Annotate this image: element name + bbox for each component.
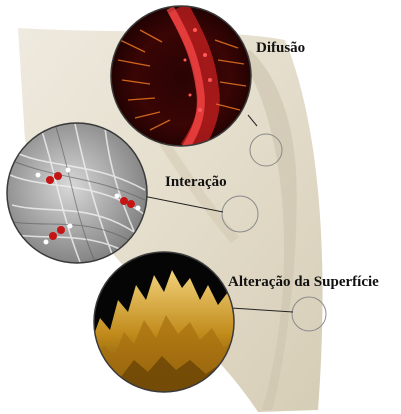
- interaction-label: Interação: [165, 175, 227, 190]
- diffusion-label: Difusão: [256, 41, 305, 56]
- surface-alteration-label: Alteração da Superfície: [228, 275, 379, 290]
